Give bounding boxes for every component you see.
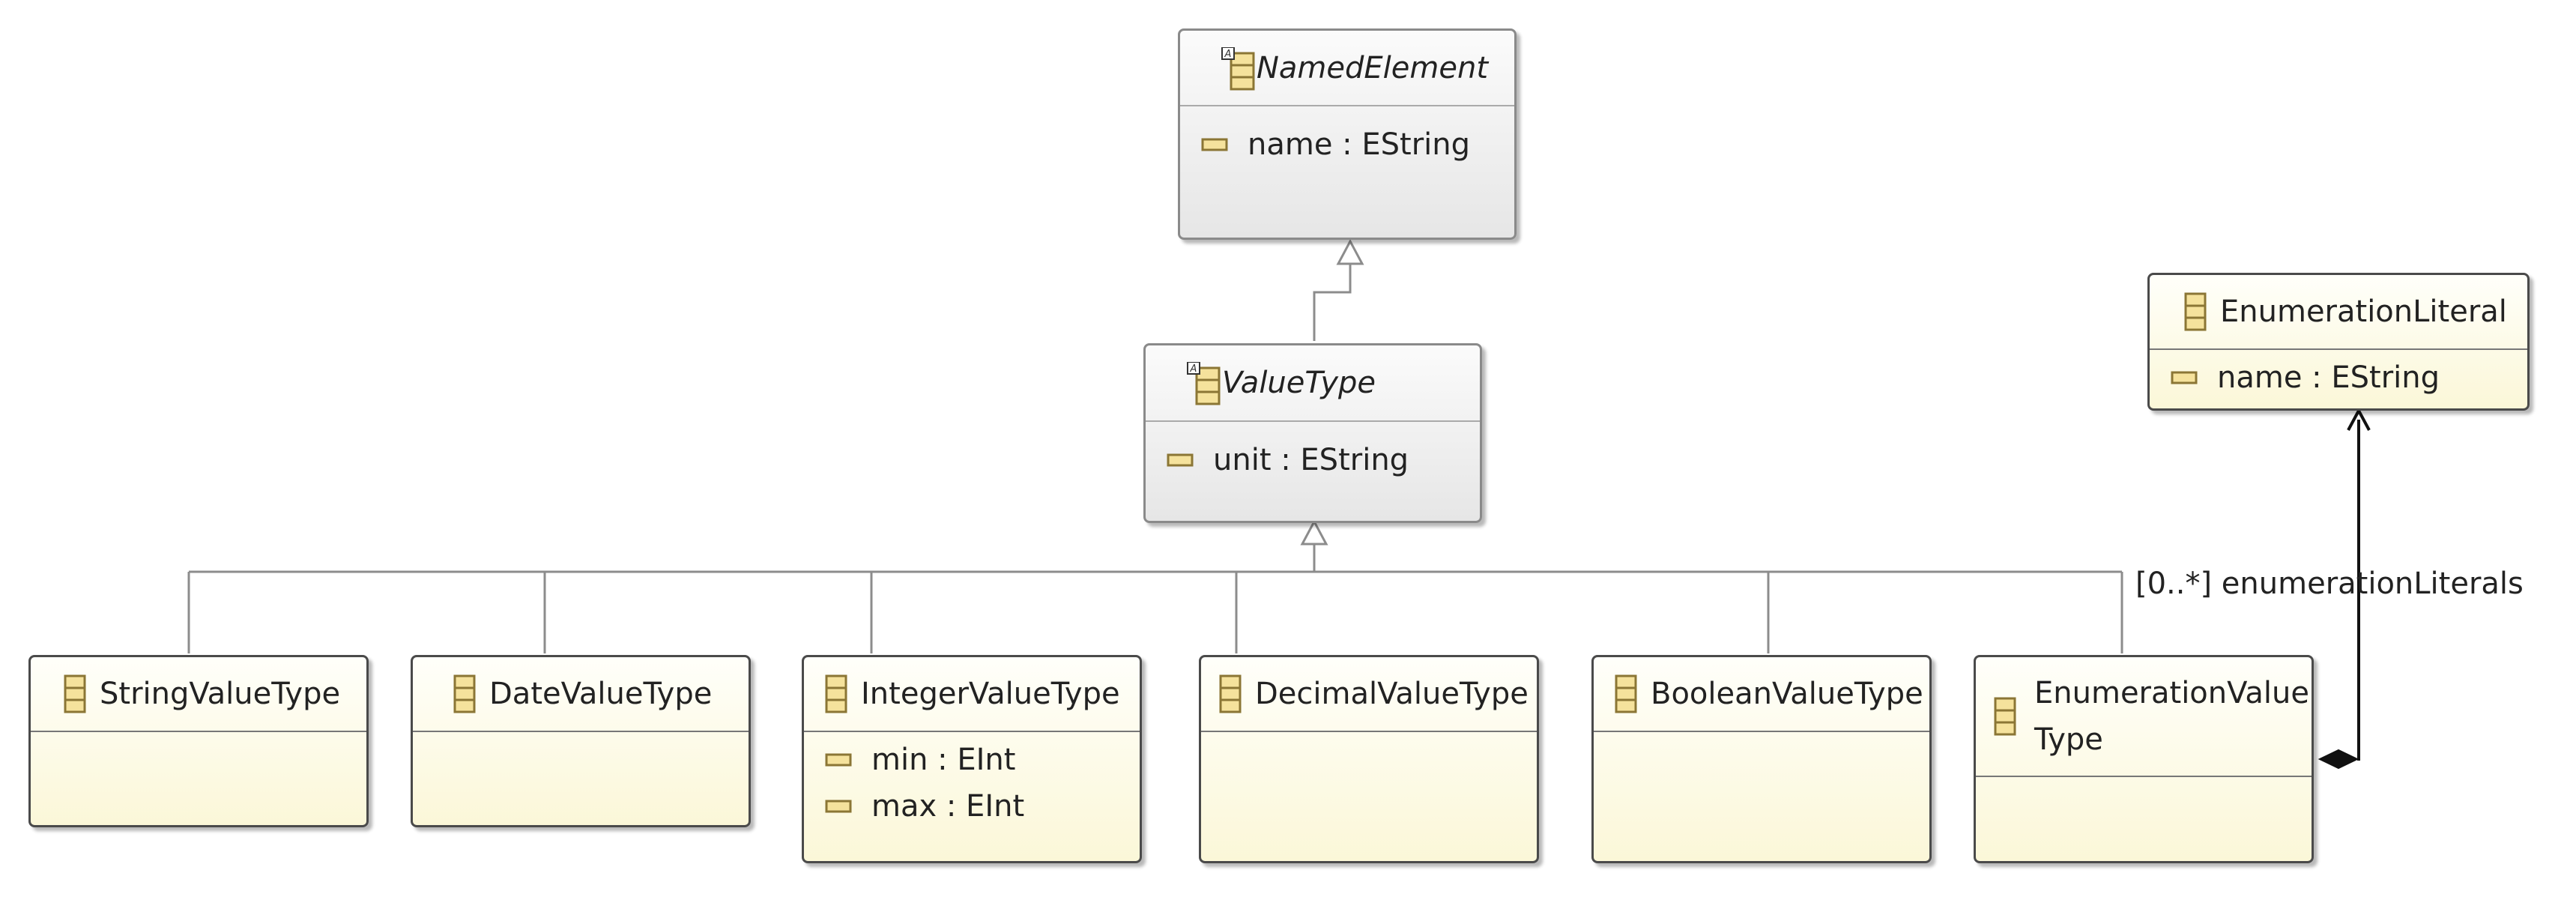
class-name: EnumerationValue Type	[2034, 670, 2309, 763]
class-divider	[804, 731, 1140, 732]
class-header: A NamedElement	[1180, 31, 1514, 105]
class-header: DecimalValueType	[1201, 657, 1537, 731]
attribute-label: name : EString	[2217, 360, 2440, 395]
class-icon	[64, 674, 86, 713]
class-header: EnumerationLiteral	[2150, 275, 2527, 348]
attribute-list: min : EInt max : EInt	[804, 732, 1140, 830]
attribute-list: unit : EString	[1146, 422, 1480, 483]
class-icon	[825, 674, 847, 713]
class-booleanvaluetype[interactable]: BooleanValueType	[1591, 655, 1932, 863]
class-divider	[413, 731, 749, 732]
attribute-row[interactable]: max : EInt	[825, 783, 1140, 830]
attribute-label: max : EInt	[871, 789, 1025, 824]
class-name-line: EnumerationValue	[2034, 676, 2309, 710]
class-stringvaluetype[interactable]: StringValueType	[28, 655, 369, 827]
attribute-label: unit : EString	[1213, 443, 1409, 477]
class-header: A ValueType	[1146, 345, 1480, 420]
class-header: EnumerationValue Type	[1976, 657, 2312, 776]
class-header: IntegerValueType	[804, 657, 1140, 731]
class-enumerationvaluetype[interactable]: EnumerationValue Type	[1974, 655, 2314, 863]
composition-diamond	[2318, 749, 2359, 770]
svg-text:A: A	[1224, 49, 1232, 60]
navigable-arrowhead	[2347, 407, 2371, 431]
class-header: DateValueType	[413, 657, 749, 731]
class-divider	[1976, 776, 2312, 777]
attribute-label: min : EInt	[871, 743, 1016, 777]
svg-text:A: A	[1190, 363, 1197, 375]
class-namedelement[interactable]: A NamedElement name : EString	[1178, 28, 1517, 240]
class-divider	[2150, 348, 2527, 350]
attribute-row[interactable]: min : EInt	[825, 737, 1140, 783]
class-name: NamedElement	[1257, 50, 1489, 85]
generalization-valuetype-namedelement[interactable]	[1313, 253, 1352, 341]
class-name-line: Type	[2034, 722, 2103, 757]
class-divider	[1146, 420, 1480, 422]
attribute-row[interactable]: name : EString	[2171, 354, 2527, 401]
generalization-arrowhead	[1300, 519, 1328, 546]
class-icon	[2184, 292, 2207, 331]
class-icon	[1994, 697, 2016, 736]
class-enumerationliteral[interactable]: EnumerationLiteral name : EString	[2147, 273, 2530, 411]
class-name: DecimalValueType	[1255, 677, 1529, 711]
abstract-class-icon: A	[1186, 361, 1221, 405]
class-integervaluetype[interactable]: IntegerValueType min : EInt max : EInt	[802, 655, 1142, 863]
generalization-arrowhead	[1336, 238, 1364, 265]
class-divider	[1201, 731, 1537, 732]
class-icon	[453, 674, 476, 713]
class-name: EnumerationLiteral	[2220, 295, 2507, 329]
class-header: StringValueType	[31, 657, 366, 731]
attribute-list: name : EString	[2150, 350, 2527, 401]
class-decimalvaluetype[interactable]: DecimalValueType	[1199, 655, 1539, 863]
class-icon	[1219, 674, 1242, 713]
reference-label-enumerationliterals[interactable]: [0..*] enumerationLiterals	[2135, 567, 2524, 601]
attribute-label: name : EString	[1248, 127, 1470, 162]
class-header: BooleanValueType	[1594, 657, 1929, 731]
attribute-icon	[825, 753, 852, 767]
attribute-row[interactable]: unit : EString	[1167, 437, 1480, 483]
attribute-icon	[825, 800, 852, 813]
abstract-class-icon: A	[1221, 46, 1255, 90]
class-divider	[1180, 105, 1514, 106]
attribute-icon	[1201, 138, 1228, 151]
class-divider	[31, 731, 366, 732]
attribute-row[interactable]: name : EString	[1201, 121, 1514, 168]
class-icon	[1615, 674, 1637, 713]
class-name: BooleanValueType	[1651, 677, 1923, 711]
class-valuetype[interactable]: A ValueType unit : EString	[1143, 343, 1482, 523]
class-name: StringValueType	[100, 677, 341, 711]
class-datevaluetype[interactable]: DateValueType	[411, 655, 751, 827]
class-divider	[1594, 731, 1929, 732]
class-name: IntegerValueType	[861, 677, 1120, 711]
class-name: ValueType	[1222, 366, 1376, 400]
attribute-icon	[2171, 371, 2198, 384]
class-name: DateValueType	[489, 677, 713, 711]
attribute-icon	[1167, 453, 1194, 467]
attribute-list: name : EString	[1180, 106, 1514, 168]
